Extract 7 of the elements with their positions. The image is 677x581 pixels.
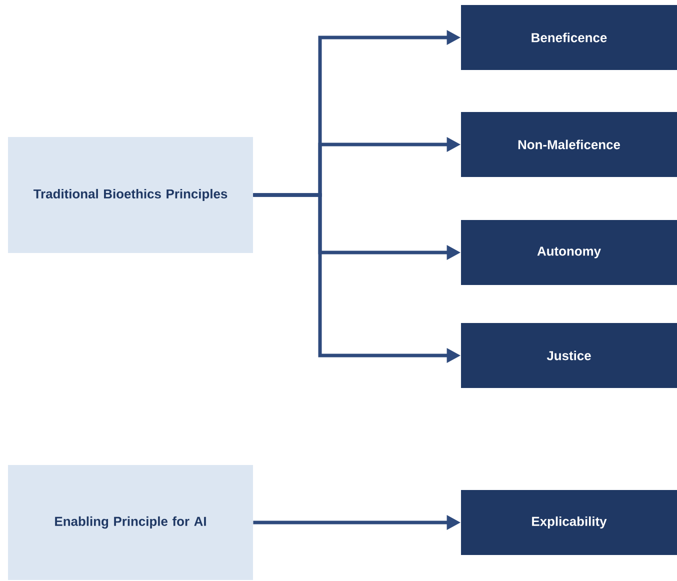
principle-box: Explicability <box>461 490 677 555</box>
principle-box: Autonomy <box>461 220 677 285</box>
principle-box: Beneficence <box>461 5 677 70</box>
principle-box: Justice <box>461 323 677 388</box>
principle-box: Non-Maleficence <box>461 112 677 177</box>
source-box: Traditional Bioethics Principles <box>8 137 253 253</box>
source-box: Enabling Principle for AI <box>8 465 253 580</box>
